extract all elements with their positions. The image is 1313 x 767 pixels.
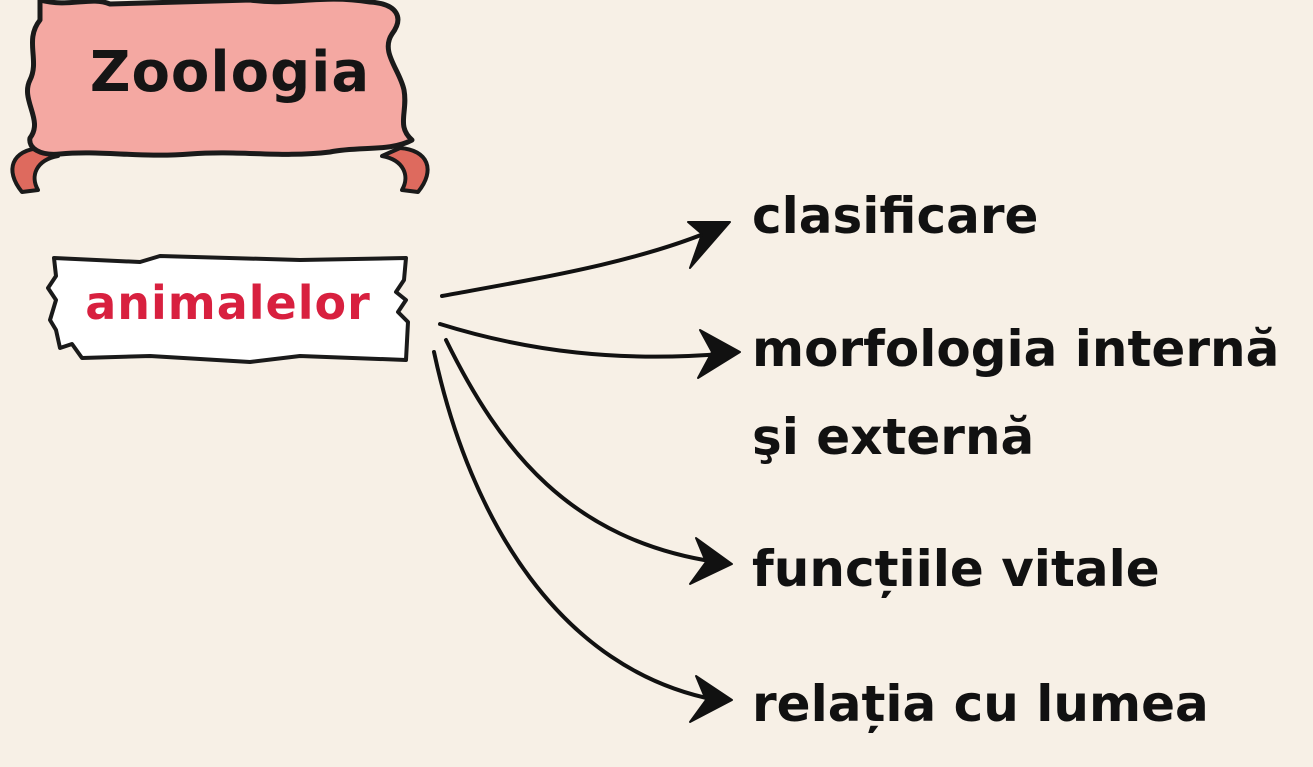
branch-morfologia: morfologia internă şi externă bbox=[752, 320, 1280, 466]
banner-body bbox=[25, 0, 415, 158]
arrow-functiile bbox=[444, 338, 718, 564]
arrow-clasificare bbox=[440, 226, 720, 298]
arrowhead-clasificare bbox=[687, 221, 731, 269]
branch-functiile-vitale: funcțiile vitale bbox=[752, 540, 1160, 598]
diagram-title: Zoologia bbox=[89, 40, 371, 105]
root-node-label: animalelor bbox=[85, 276, 371, 330]
title-banner bbox=[10, 0, 430, 194]
banner-curl-left bbox=[10, 146, 60, 194]
arrowhead-relatia bbox=[689, 675, 733, 723]
branch-relatia-cu-lumea: relația cu lumea bbox=[752, 675, 1209, 733]
arrowhead-morfologia bbox=[697, 329, 741, 379]
arrow-morfologia bbox=[438, 322, 724, 359]
branch-clasificare: clasificare bbox=[752, 187, 1039, 245]
banner-curl-right bbox=[380, 146, 430, 194]
arrow-relatia bbox=[432, 350, 718, 702]
root-label-frame bbox=[46, 254, 410, 364]
arrowhead-functiile bbox=[689, 537, 733, 585]
